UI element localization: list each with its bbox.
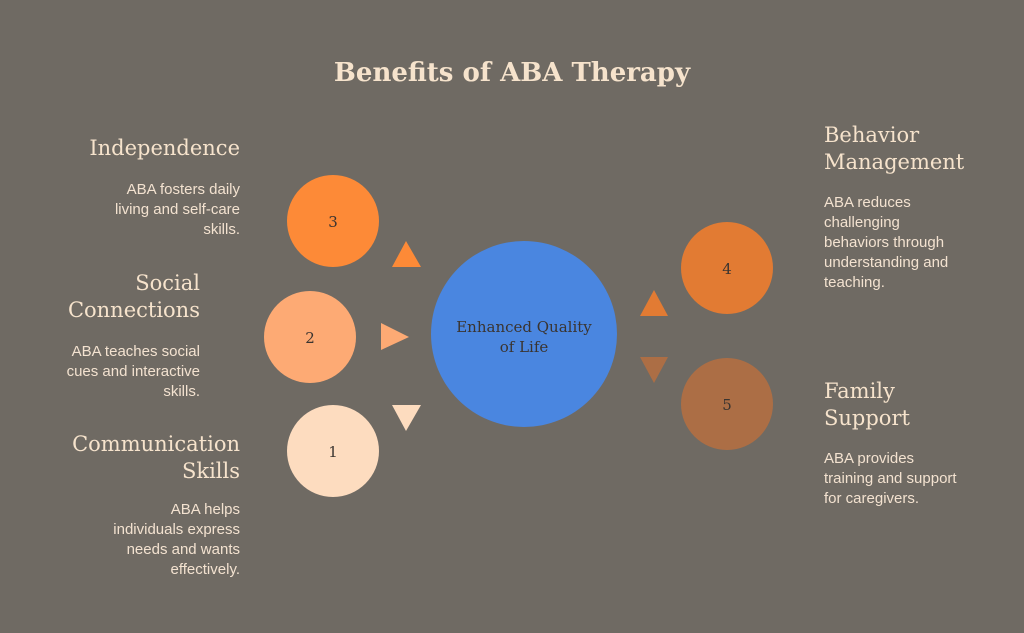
arrow-triangle-4-icon: [640, 290, 668, 316]
center-label-line1: Enhanced Quality: [456, 318, 592, 336]
arrow-triangle-1-icon: [392, 405, 421, 431]
arrow-triangle-5-icon: [640, 357, 668, 383]
circle-2-number: 2: [305, 329, 315, 347]
circle-1: [287, 405, 379, 497]
circle-5: [681, 358, 773, 450]
center-circle: [431, 241, 617, 427]
center-label-line2: of Life: [500, 338, 549, 356]
circle-4: [681, 222, 773, 314]
arrow-triangle-3-icon: [392, 241, 421, 267]
circle-3-number: 3: [328, 213, 338, 231]
heading-independence: Independence: [89, 136, 240, 160]
circle-1-number: 1: [328, 443, 338, 461]
circle-2: [264, 291, 356, 383]
circle-5-number: 5: [722, 396, 732, 414]
diagram-title: Benefits of ABA Therapy: [333, 58, 691, 88]
circle-3: [287, 175, 379, 267]
circle-4-number: 4: [722, 260, 732, 278]
arrow-triangle-2-icon: [381, 323, 409, 350]
